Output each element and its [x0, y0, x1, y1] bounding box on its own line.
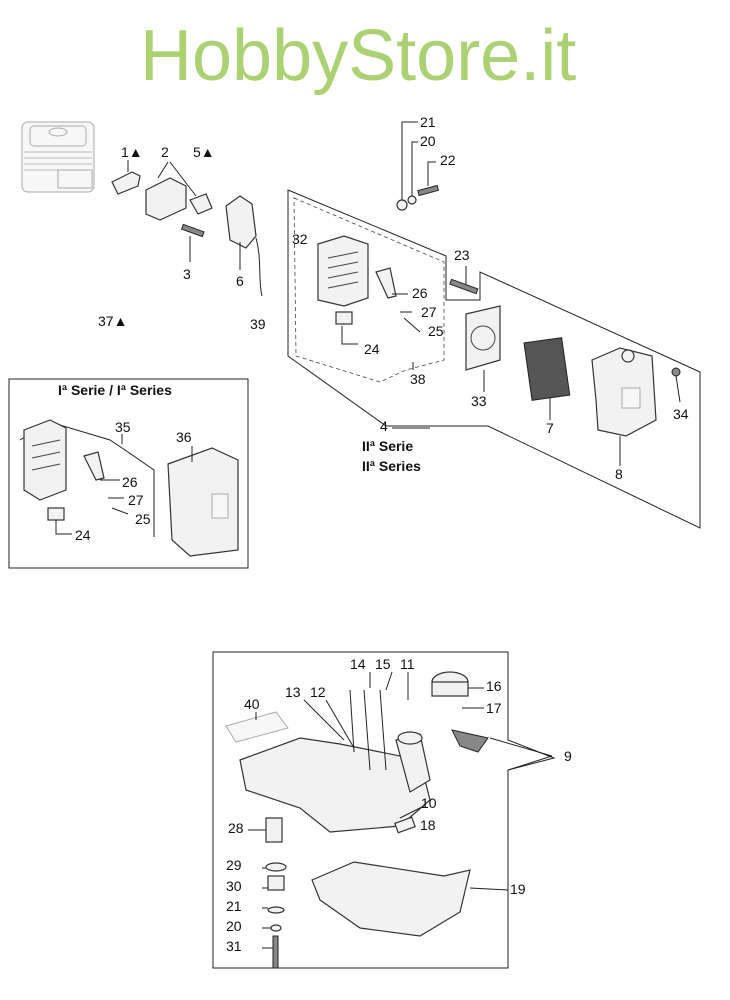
- series1-box: Iª Serie / Iª Series 35 36 26 27 25 24: [8, 378, 249, 569]
- label-40: 40: [244, 696, 260, 712]
- label-16: 16: [486, 678, 502, 694]
- carburetor-part-6: [225, 195, 257, 249]
- series2-outline: [287, 189, 701, 529]
- label-23: 23: [454, 247, 470, 263]
- label-22: 22: [440, 152, 456, 168]
- gasket-part-5: [189, 193, 213, 215]
- label-31: 31: [226, 938, 242, 954]
- label-2: 2: [161, 144, 169, 160]
- filter-holder-part-33: [465, 305, 501, 371]
- label-35: 35: [115, 419, 131, 435]
- label-34: 34: [673, 406, 689, 422]
- label-20: 20: [420, 133, 436, 149]
- label-12: 12: [310, 684, 326, 700]
- series2-caption-it: IIª Serie: [362, 438, 413, 454]
- label-9: 9: [564, 748, 572, 764]
- gasket-part-1: [111, 171, 141, 195]
- label-17: 17: [486, 700, 502, 716]
- label-28: 28: [228, 820, 244, 836]
- label-26: 26: [412, 285, 428, 301]
- label-21: 21: [420, 114, 436, 130]
- label-32: 32: [292, 231, 308, 247]
- label-25-s1: 25: [135, 511, 151, 527]
- label-27: 27: [421, 304, 437, 320]
- label-38: 38: [410, 371, 426, 387]
- label-5: 5▲: [193, 144, 215, 160]
- bolt-part-23: [449, 278, 479, 295]
- tank-section: 14 15 11 13 12 16 17 40 9 10 18 28 29 30…: [212, 651, 572, 969]
- label-36: 36: [176, 429, 192, 445]
- label-7: 7: [546, 420, 554, 436]
- label-6: 6: [236, 273, 244, 289]
- label-3: 3: [183, 266, 191, 282]
- label-15: 15: [375, 656, 391, 672]
- label-4: 4: [380, 418, 388, 434]
- label-20-tank: 20: [226, 918, 242, 934]
- cylinder-drawing: [21, 121, 95, 193]
- label-21-tank: 21: [226, 898, 242, 914]
- filter-base-part-38: [317, 235, 369, 307]
- nut-part-34: [671, 367, 681, 377]
- screw-part-3: [180, 223, 205, 238]
- label-1: 1▲: [121, 144, 143, 160]
- label-30: 30: [226, 878, 242, 894]
- label-14: 14: [350, 656, 366, 672]
- foam-filter-part-7: [523, 337, 571, 401]
- label-24: 24: [364, 341, 380, 357]
- label-19: 19: [510, 881, 526, 897]
- label-25: 25: [428, 323, 444, 339]
- label-33: 33: [471, 393, 487, 409]
- label-26-s1: 26: [122, 474, 138, 490]
- label-8: 8: [615, 466, 623, 482]
- watermark-logo: HobbyStore.it: [140, 16, 576, 96]
- label-18: 18: [420, 817, 436, 833]
- washer-bolt-group: [396, 184, 440, 211]
- label-13: 13: [285, 684, 301, 700]
- label-11: 11: [400, 656, 415, 672]
- series2-caption-en: IIª Series: [362, 458, 421, 474]
- series1-title: Iª Serie / Iª Series: [58, 382, 172, 398]
- label-24-s1: 24: [75, 527, 91, 543]
- label-39: 39: [250, 316, 266, 332]
- label-29: 29: [226, 857, 242, 873]
- label-37: 37▲: [98, 313, 127, 329]
- label-10: 10: [421, 795, 437, 811]
- label-27-s1: 27: [128, 492, 144, 508]
- intake-manifold-part-2: [145, 177, 187, 221]
- bracket-part-26: [375, 267, 397, 299]
